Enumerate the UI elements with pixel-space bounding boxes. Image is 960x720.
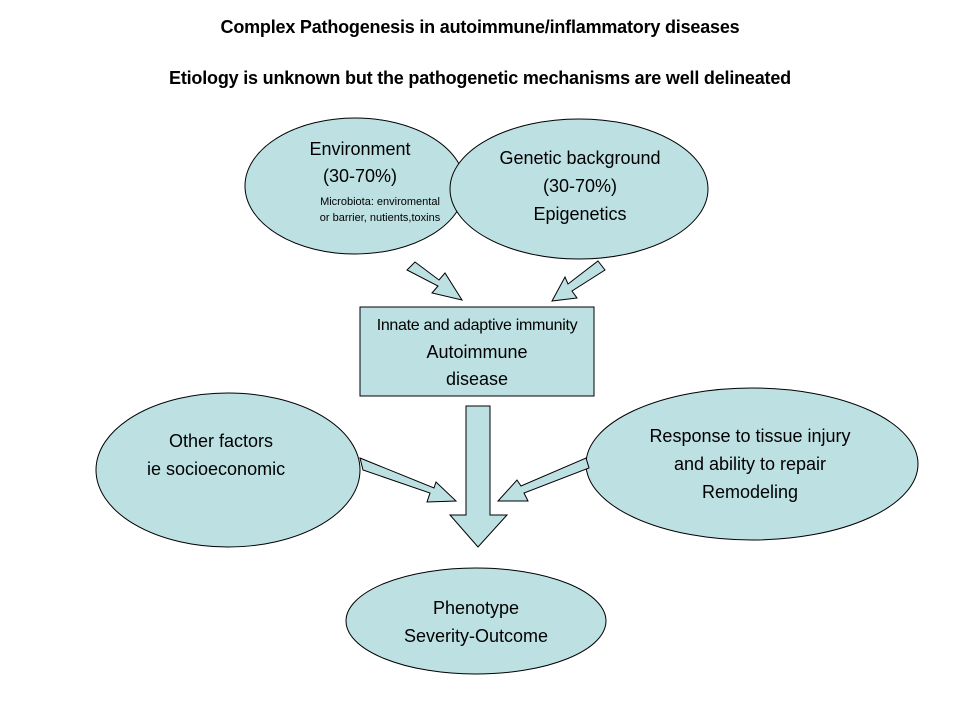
phenotype-title: Phenotype <box>432 598 520 618</box>
genetic-percent: (30-70%) <box>542 176 618 196</box>
tissue-response-line2: and ability to repair <box>673 454 827 474</box>
other-factors-subtitle: ie socioeconomic <box>147 459 286 479</box>
immunity-line2: Autoimmune <box>426 342 528 362</box>
diagram-title: Complex Pathogenesis in autoimmune/infla… <box>220 17 740 37</box>
phenotype-node <box>345 567 607 675</box>
genetic-title: Genetic background <box>499 148 661 168</box>
immunity-node <box>359 306 595 397</box>
environment-label: Environment (30-70%) <box>255 136 465 190</box>
other-factors-label: Other factors ie socioeconomic <box>140 427 310 483</box>
environment-title: Environment <box>309 139 411 159</box>
arrow-other-factors-to-outcome <box>359 457 458 503</box>
genetic-epigenetics: Epigenetics <box>533 204 627 224</box>
environment-note-line2: or barrier, nutients,toxins <box>319 212 441 224</box>
phenotype-label: Phenotype Severity-Outcome <box>376 594 576 650</box>
arrow-environment-to-immunity <box>406 261 464 301</box>
environment-percent: (30-70%) <box>322 166 398 186</box>
other-factors-node <box>95 392 361 548</box>
immunity-title: Innate and adaptive immunity <box>376 317 578 334</box>
arrow-tissue-response-to-outcome <box>496 457 590 502</box>
tissue-response-title: Response to tissue injury <box>649 426 851 446</box>
other-factors-title: Other factors <box>169 431 274 451</box>
immunity-line3: disease <box>445 369 509 389</box>
arrow-immunity-to-phenotype <box>448 405 509 548</box>
environment-note-line1: Microbiota: enviromental <box>320 196 440 208</box>
diagram-subtitle: Etiology is unknown but the pathogenetic… <box>169 68 791 88</box>
environment-note: Microbiota: enviromental or barrier, nut… <box>300 194 460 226</box>
genetic-node <box>449 118 709 260</box>
tissue-response-label: Response to tissue injury and ability to… <box>630 422 870 506</box>
phenotype-outcome: Severity-Outcome <box>403 626 549 646</box>
immunity-label: Innate and adaptive immunity Autoimmune … <box>360 312 594 393</box>
genetic-label: Genetic background (30-70%) Epigenetics <box>465 144 695 228</box>
arrow-genetic-to-immunity <box>551 260 606 302</box>
tissue-response-line3: Remodeling <box>701 482 799 502</box>
